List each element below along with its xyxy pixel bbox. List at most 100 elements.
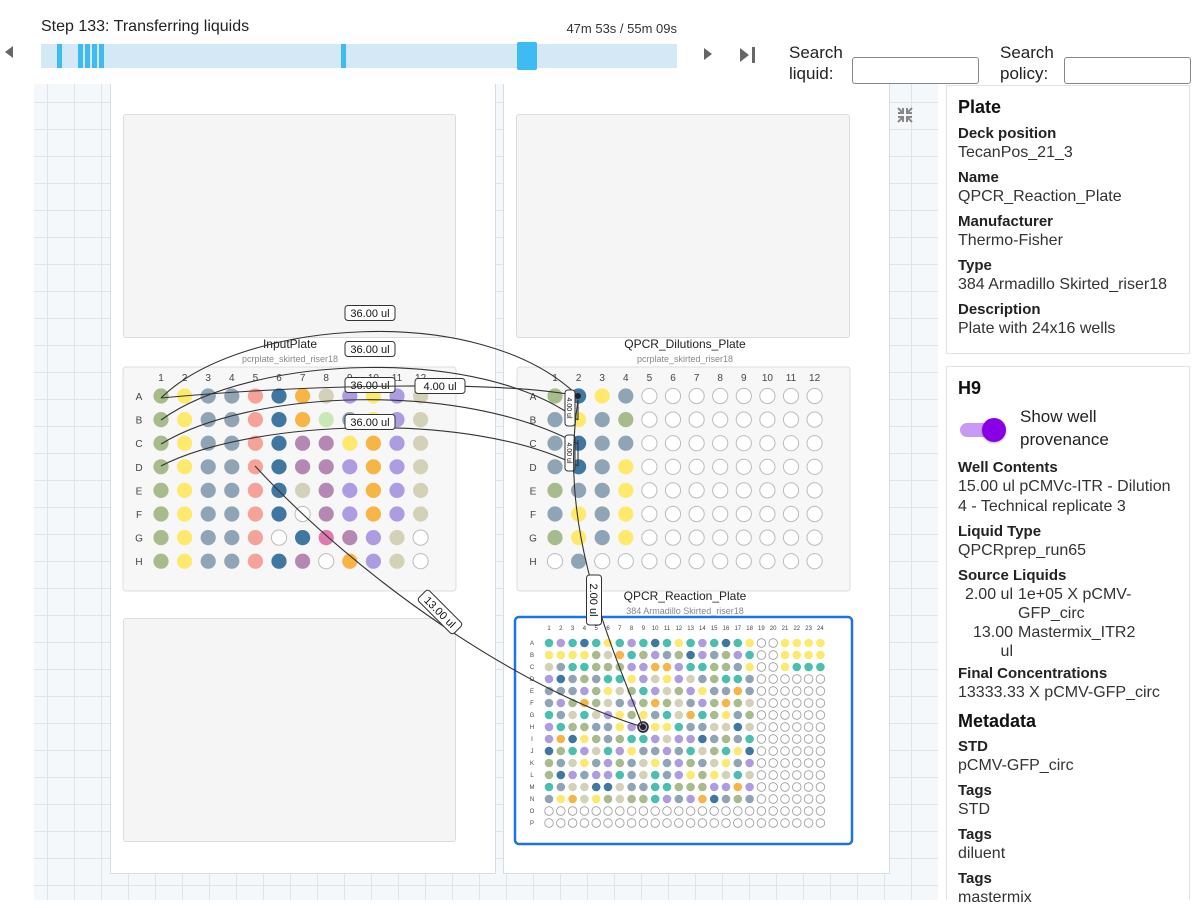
well[interactable] (618, 435, 634, 451)
well[interactable] (745, 734, 754, 744)
well[interactable] (780, 746, 790, 756)
well[interactable] (735, 553, 752, 570)
well[interactable] (721, 818, 731, 828)
well[interactable] (556, 734, 566, 744)
well[interactable] (650, 650, 660, 660)
well[interactable] (756, 734, 767, 744)
well[interactable] (780, 806, 790, 816)
timeline-marker[interactable] (78, 44, 83, 68)
well[interactable] (780, 698, 790, 708)
search-policy-input[interactable] (1064, 57, 1191, 84)
well[interactable] (709, 674, 719, 684)
well[interactable] (662, 794, 672, 804)
well[interactable] (803, 758, 814, 768)
well[interactable] (688, 411, 705, 428)
well[interactable] (295, 412, 311, 428)
well[interactable] (745, 638, 754, 648)
well[interactable] (721, 770, 731, 780)
well[interactable] (615, 806, 625, 816)
search-liquid-input[interactable] (852, 57, 979, 84)
well[interactable] (650, 734, 660, 744)
well[interactable] (768, 650, 778, 660)
timeline-marker[interactable] (99, 44, 104, 68)
well[interactable] (342, 530, 358, 546)
well[interactable] (641, 553, 658, 570)
well[interactable] (745, 710, 754, 720)
well[interactable] (389, 435, 405, 451)
well[interactable] (177, 553, 193, 569)
well[interactable] (686, 710, 695, 720)
well[interactable] (815, 674, 826, 684)
well[interactable] (547, 435, 563, 451)
well[interactable] (580, 782, 589, 792)
well[interactable] (780, 674, 790, 684)
well[interactable] (815, 686, 826, 696)
well[interactable] (712, 387, 729, 405)
well[interactable] (295, 482, 311, 498)
well[interactable] (568, 686, 577, 696)
well[interactable] (627, 710, 636, 720)
well[interactable] (603, 770, 613, 780)
well[interactable] (698, 794, 707, 804)
well[interactable] (544, 782, 554, 792)
well[interactable] (792, 722, 802, 732)
well[interactable] (603, 698, 613, 708)
well[interactable] (200, 553, 216, 569)
well[interactable] (641, 387, 658, 405)
well[interactable] (627, 662, 636, 672)
well[interactable] (618, 412, 634, 428)
well[interactable] (686, 746, 695, 756)
well[interactable] (639, 770, 648, 780)
well[interactable] (544, 818, 554, 828)
well[interactable] (780, 650, 790, 660)
well[interactable] (247, 506, 263, 522)
well[interactable] (803, 674, 814, 684)
well[interactable] (688, 482, 705, 499)
timeline-marker[interactable] (85, 44, 90, 68)
well[interactable] (639, 686, 648, 696)
well[interactable] (650, 674, 660, 684)
well[interactable] (780, 758, 790, 768)
well[interactable] (780, 638, 790, 648)
well[interactable] (365, 435, 381, 451)
collapse-icon[interactable] (895, 105, 915, 125)
well[interactable] (591, 782, 601, 792)
well[interactable] (816, 638, 825, 648)
well[interactable] (733, 782, 743, 792)
well[interactable] (591, 698, 601, 708)
well[interactable] (674, 722, 684, 732)
well[interactable] (271, 412, 287, 428)
well[interactable] (756, 794, 767, 804)
well[interactable] (688, 458, 705, 475)
well[interactable] (674, 650, 684, 660)
skip-to-end-icon[interactable] (740, 44, 760, 66)
well[interactable] (709, 650, 719, 660)
well[interactable] (768, 722, 778, 732)
well[interactable] (815, 698, 826, 708)
well[interactable] (594, 553, 611, 570)
well[interactable] (662, 818, 672, 828)
well[interactable] (674, 794, 684, 804)
well[interactable] (709, 770, 719, 780)
well[interactable] (733, 638, 743, 648)
well[interactable] (662, 710, 672, 720)
well[interactable] (591, 662, 601, 672)
well[interactable] (816, 650, 825, 660)
well[interactable] (698, 674, 707, 684)
well[interactable] (650, 710, 660, 720)
well[interactable] (177, 435, 193, 451)
well[interactable] (815, 794, 826, 804)
well[interactable] (721, 794, 731, 804)
well[interactable] (556, 674, 566, 684)
well[interactable] (365, 506, 381, 522)
well[interactable] (247, 412, 263, 428)
well[interactable] (603, 758, 613, 768)
well[interactable] (697, 806, 708, 816)
well[interactable] (768, 686, 778, 696)
well[interactable] (295, 530, 311, 546)
well[interactable] (591, 818, 601, 828)
well[interactable] (709, 734, 719, 744)
well[interactable] (639, 674, 648, 684)
well[interactable] (580, 734, 589, 744)
well[interactable] (544, 806, 554, 816)
